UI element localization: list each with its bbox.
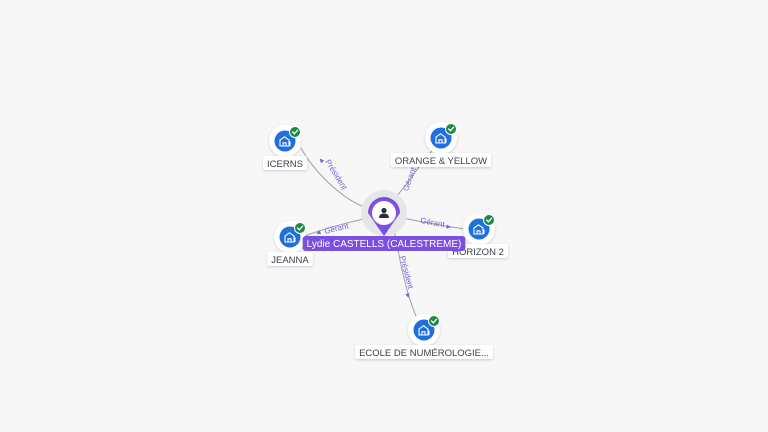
company-node-orange-yellow[interactable]: ORANGE & YELLOW: [390, 122, 492, 167]
edge-label: Gérant: [323, 221, 350, 236]
check-icon: [294, 222, 306, 234]
company-name: ORANGE & YELLOW: [395, 156, 487, 167]
building-icon: [418, 325, 430, 336]
company-name: ICERNS: [267, 159, 303, 170]
relation-edge: Président: [300, 147, 371, 210]
company-node-horizon-2[interactable]: HORIZON 2: [448, 213, 508, 258]
building-icon: [284, 232, 296, 243]
company-name: JEANNA: [271, 255, 309, 266]
edge-line: [304, 217, 369, 237]
company-label: ICERNS: [263, 156, 307, 170]
company-name: HORIZON 2: [452, 247, 504, 258]
relation-edge: Gérant: [304, 217, 369, 237]
check-icon: [428, 315, 440, 327]
company-label: ORANGE & YELLOW: [390, 153, 492, 167]
edge-label: Gérant: [401, 165, 418, 192]
company-label: ECOLE DE NUMÉROLOGIE...: [355, 345, 493, 359]
edge-label: Président: [398, 255, 416, 291]
edge-arrow-icon: [405, 293, 410, 298]
check-icon: [289, 126, 301, 138]
person-name: Lydie CASTELLS (CALESTREME): [307, 239, 462, 250]
company-name: ECOLE DE NUMÉROLOGIE...: [359, 348, 489, 359]
edge-arrow-icon: [446, 224, 451, 229]
center-node-layer: Lydie CASTELLS (CALESTREME): [302, 190, 466, 251]
company-node-jeanna[interactable]: JEANNA: [267, 221, 313, 266]
company-node-icerns[interactable]: ICERNS: [263, 125, 307, 170]
company-node-ecole[interactable]: ECOLE DE NUMÉROLOGIE...: [355, 314, 493, 359]
building-icon: [435, 133, 447, 144]
edge-label: Président: [323, 158, 349, 192]
company-label: JEANNA: [267, 252, 313, 266]
edge-label: Gérant: [420, 216, 446, 229]
person-icon: [379, 207, 389, 218]
person-label: Lydie CASTELLS (CALESTREME): [302, 236, 466, 251]
relation-edge: Gérant: [398, 216, 466, 230]
check-icon: [483, 214, 495, 226]
building-icon: [473, 224, 485, 235]
person-node[interactable]: Lydie CASTELLS (CALESTREME): [302, 190, 466, 251]
edge-arrow-icon: [316, 230, 321, 235]
edge-line: [300, 147, 371, 210]
check-icon: [445, 123, 457, 135]
building-icon: [279, 136, 291, 147]
edge-arrow-icon: [319, 158, 325, 164]
